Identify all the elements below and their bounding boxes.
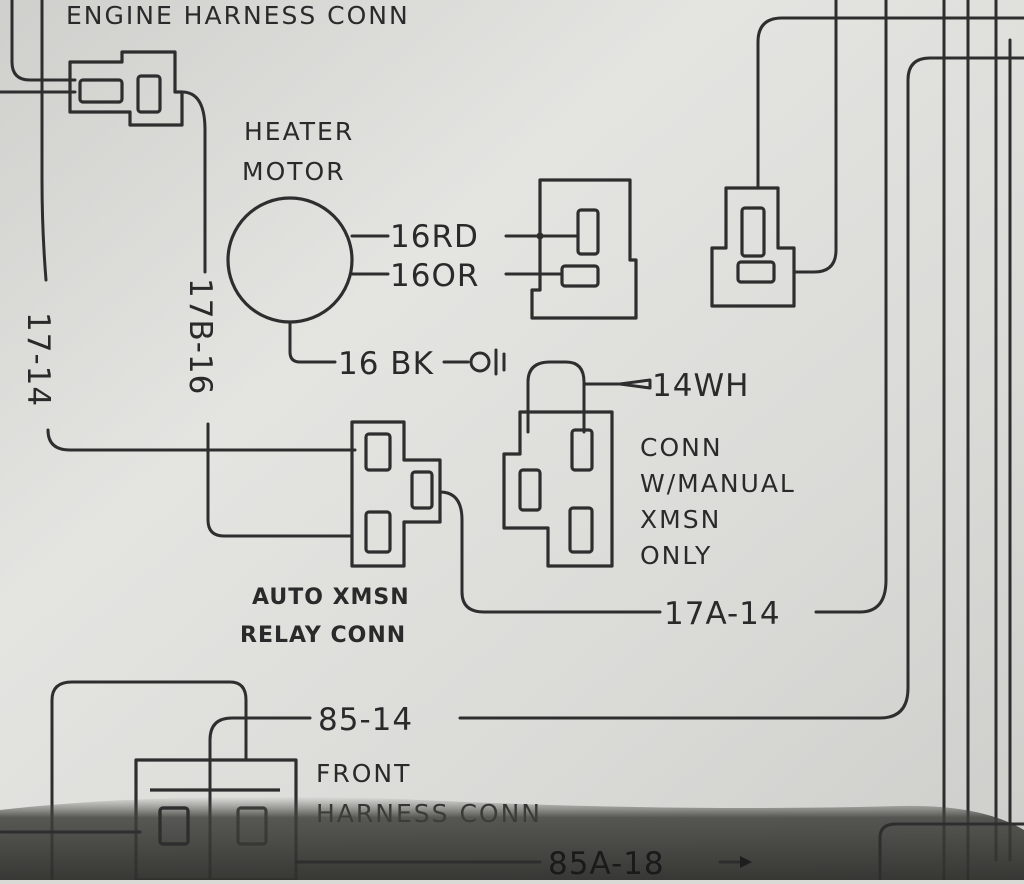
wire-label-16bk: 16 BK [338, 346, 434, 382]
heater-motor-label-2: MOTOR [242, 157, 346, 186]
wire-label-85a-18: 85A-18 [548, 846, 665, 880]
heater-motor-connector [530, 178, 638, 320]
wire-label-17-14: 17-14 [20, 312, 56, 407]
engine-harness-conn-label: ENGINE HARNESS CONN [66, 1, 410, 30]
front-harness-label-1: FRONT [316, 759, 411, 788]
manual-conn-label-3: XMSN [640, 505, 721, 534]
photo-shadow [0, 796, 1024, 880]
left-edge-wires [0, 0, 357, 452]
auto-relay-label-2: RELAY CONN [240, 623, 406, 648]
wire-label-16or: 16OR [390, 258, 479, 294]
bottom-wires [0, 806, 1024, 882]
engine-harness-connector [68, 50, 207, 274]
ground-icon [442, 348, 506, 376]
wire-label-17b-16: 17B-16 [182, 278, 218, 395]
heater-motor-label-1: HEATER [244, 117, 354, 146]
auto-xmsn-relay-connector [206, 420, 662, 614]
wire-label-85-14: 85-14 [318, 702, 413, 738]
manual-xmsn-connector [502, 360, 652, 568]
right-connector [710, 0, 1024, 308]
manual-conn-label-2: W/MANUAL [640, 469, 796, 498]
right-bus-wires [458, 0, 1024, 882]
manual-conn-label-4: ONLY [640, 541, 712, 570]
wire-label-14wh: 14WH [652, 368, 749, 404]
wire-label-17a-14: 17A-14 [664, 596, 781, 632]
auto-relay-label-1: AUTO XMSN [252, 585, 410, 610]
manual-conn-label-1: CONN [640, 433, 723, 462]
wire-label-16rd: 16RD [390, 219, 479, 255]
ground-wire [288, 320, 337, 364]
